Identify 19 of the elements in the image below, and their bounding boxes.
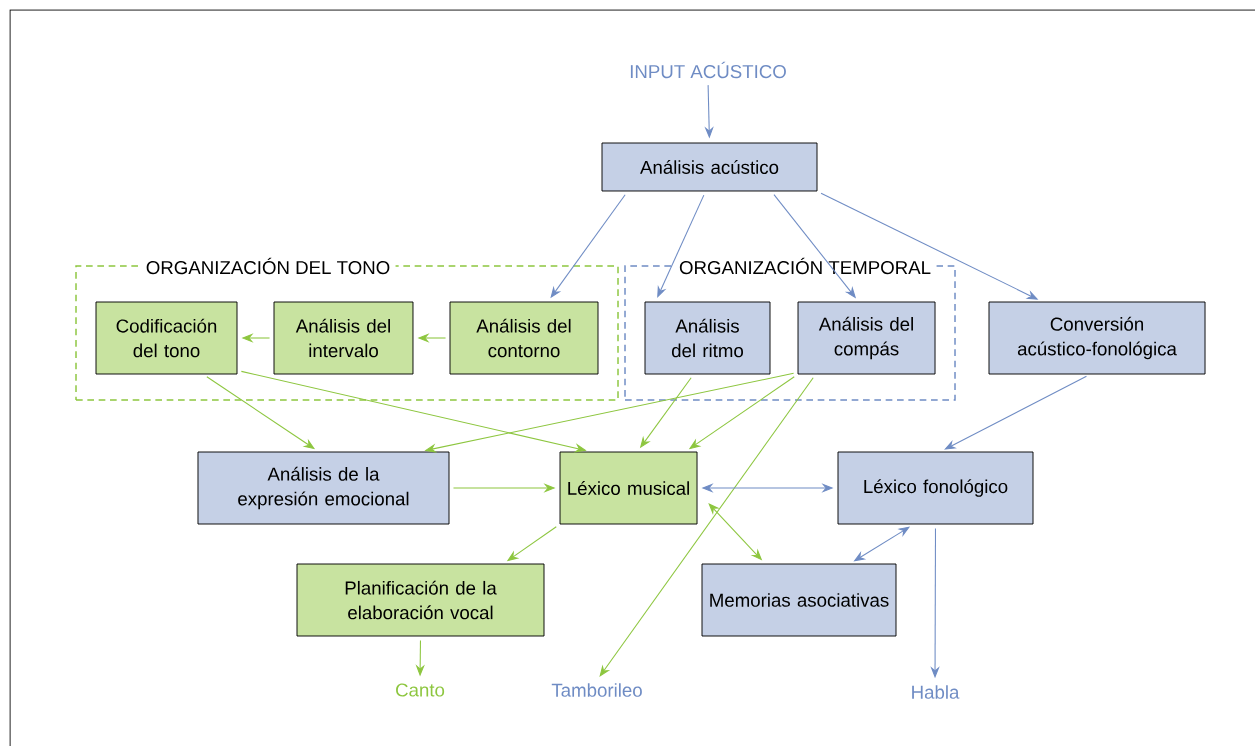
process-box: Análisis del contorno	[449, 301, 599, 375]
process-box: Léxico fonológico	[837, 451, 1034, 525]
flow-label: INPUT ACÚSTICO	[630, 61, 786, 79]
arrow	[599, 377, 814, 677]
process-box: Memorias asociativas	[701, 563, 897, 637]
process-box: Léxico musical	[559, 451, 698, 525]
process-box: Análisis del ritmo	[644, 301, 771, 375]
process-box: Codificación del tono	[95, 301, 238, 375]
process-box: Análisis del intervalo	[273, 301, 414, 375]
process-box: Análisis acústico	[601, 142, 818, 192]
process-box: Análisis del compás	[797, 301, 936, 375]
flow-label: Canto	[396, 683, 445, 697]
flow-label: Tamborileo	[551, 683, 642, 697]
process-box: Análisis de la expresión emocional	[197, 451, 450, 525]
flow-label: Habla	[912, 685, 960, 699]
process-box: Conversión acústico-fonológica	[988, 301, 1206, 375]
arrow	[657, 194, 705, 298]
arrow	[944, 375, 1087, 450]
process-box: Planificación de la elaboración vocal	[296, 563, 545, 637]
